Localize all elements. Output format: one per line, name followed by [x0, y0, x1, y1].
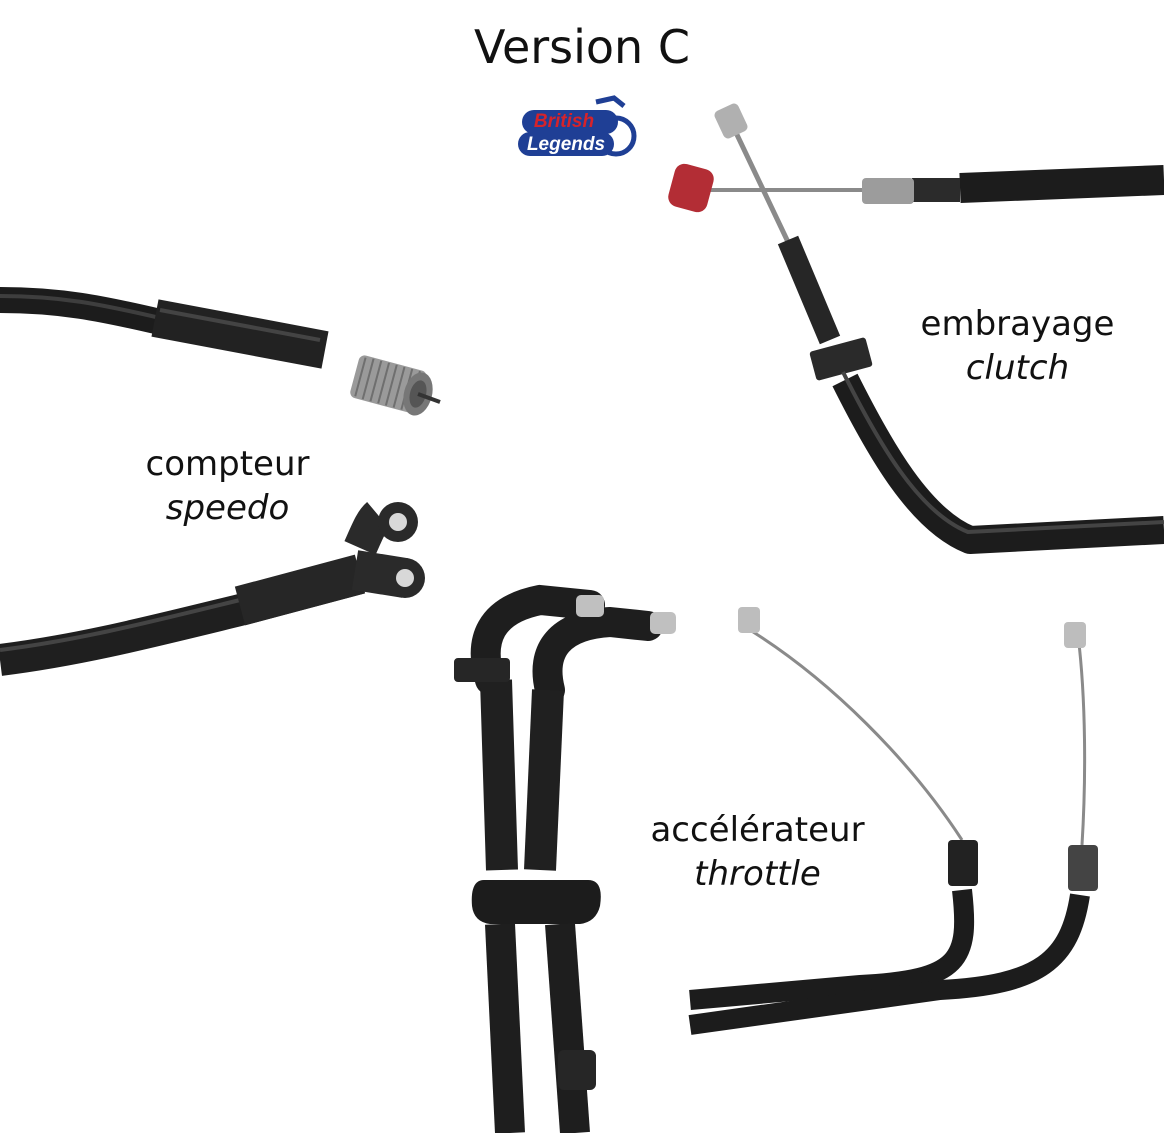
- label-throttle-en: throttle: [694, 854, 821, 894]
- label-clutch-fr: embrayage: [920, 304, 1115, 344]
- speedo-cable-bottom: [0, 501, 425, 676]
- label-clutch-en: clutch: [965, 348, 1070, 388]
- page-title: Version C: [474, 20, 690, 74]
- label-speedo-en: speedo: [165, 488, 290, 528]
- label-speedo: compteur speedo: [130, 442, 325, 530]
- clutch-cable: [668, 103, 1164, 554]
- label-throttle: accélérateur throttle: [635, 808, 880, 896]
- label-clutch: embrayage clutch: [900, 302, 1135, 390]
- british-legends-logo: British Legends: [518, 95, 637, 157]
- label-speedo-fr: compteur: [145, 444, 310, 484]
- logo-text-line1: British: [534, 111, 594, 132]
- label-throttle-fr: accélérateur: [650, 810, 865, 850]
- speedo-cable-top: [0, 287, 441, 416]
- logo-text-line2: Legends: [527, 134, 605, 155]
- throttle-assembly-left: [454, 584, 676, 1135]
- throttle-cables-right: [688, 607, 1098, 1035]
